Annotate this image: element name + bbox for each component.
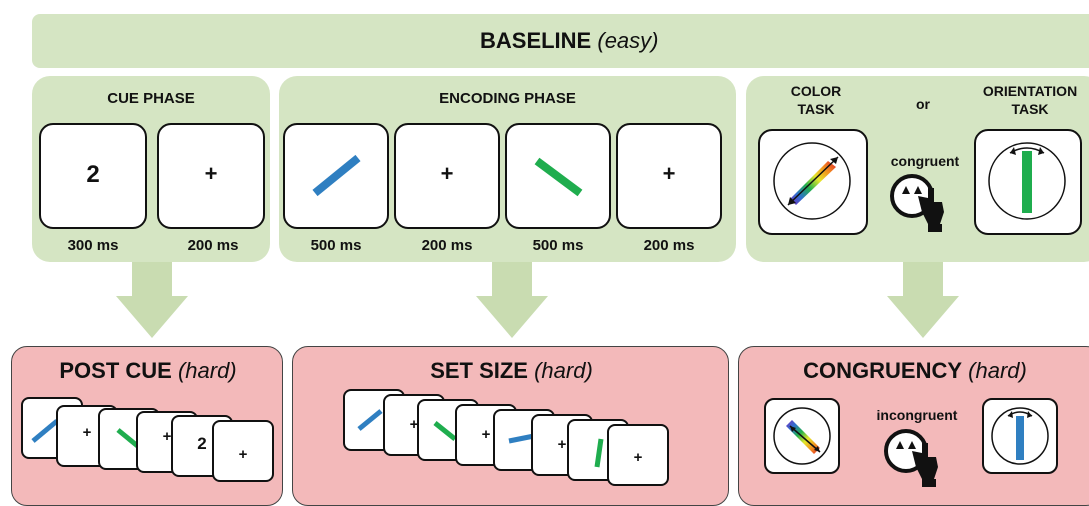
- baseline-title-text: BASELINE: [480, 28, 592, 53]
- cue-number: 2: [197, 434, 207, 453]
- fixation-cross: +: [440, 161, 454, 186]
- set-size-title: SET SIZE (hard): [293, 358, 730, 384]
- stack-card: +: [607, 424, 669, 486]
- encoding-card-4: +: [616, 123, 722, 229]
- orientation-probe: [988, 142, 1066, 220]
- cue-phase-title: CUE PHASE: [107, 90, 195, 107]
- fixation-cross: +: [633, 449, 643, 466]
- color-task-label: COLOR TASK: [790, 83, 842, 117]
- down-arrow-icon: [476, 262, 548, 338]
- incongruent-color-card: [764, 398, 840, 474]
- post-cue-qualifier: (hard): [177, 358, 237, 383]
- encoding-duration-4: 200 ms: [643, 237, 695, 254]
- fixation-cross: +: [162, 428, 172, 445]
- down-arrow-icon: [887, 262, 959, 338]
- set-size-title-text: SET SIZE: [430, 358, 528, 383]
- encoding-phase-title: ENCODING PHASE: [439, 90, 576, 107]
- congruency-title-text: CONGRUENCY: [803, 358, 963, 383]
- down-arrow-icon: [116, 262, 188, 338]
- color-task-card: [758, 129, 868, 235]
- congruency-panel: CONGRUENCY (hard) incongruent: [738, 346, 1089, 506]
- incongruent-orientation-card: [982, 398, 1058, 474]
- fixation-cross: +: [409, 416, 419, 433]
- cue-card-number: 2: [39, 123, 147, 229]
- fixation-cross: +: [662, 161, 676, 186]
- baseline-banner: BASELINE (easy): [32, 14, 1089, 68]
- encoding-duration-2: 200 ms: [421, 237, 473, 254]
- post-cue-panel: POST CUE (hard) + + 2 +: [11, 346, 283, 506]
- or-label: or: [916, 96, 930, 112]
- cue-duration-1: 300 ms: [67, 237, 119, 254]
- fixation-cross: +: [82, 424, 92, 441]
- fixation-cross: +: [481, 426, 491, 443]
- set-size-panel: SET SIZE (hard) + + + +: [292, 346, 729, 506]
- cue-card-fixation: +: [157, 123, 265, 229]
- response-phase-panel: COLOR TASK or ORIENTATION TASK congruent: [746, 76, 1089, 262]
- orientation-task-card: [974, 129, 1082, 235]
- green-line-stimulus: [534, 157, 583, 197]
- color-wheel-probe: [773, 142, 851, 220]
- encoding-card-2: +: [394, 123, 500, 229]
- post-cue-title: POST CUE (hard): [12, 358, 284, 384]
- congruent-label: congruent: [890, 153, 960, 169]
- cue-duration-2: 200 ms: [187, 237, 239, 254]
- encoding-card-1: [283, 123, 389, 229]
- encoding-duration-1: 500 ms: [310, 237, 362, 254]
- encoding-phase-panel: ENCODING PHASE + + 500 ms 200 ms 500 ms …: [279, 76, 736, 262]
- fixation-cross: +: [238, 446, 248, 463]
- hand-on-button-icon: [884, 429, 938, 487]
- fixation-cross: +: [204, 161, 218, 186]
- baseline-qualifier: (easy): [597, 28, 659, 53]
- stack-card: +: [212, 420, 274, 482]
- congruency-qualifier: (hard): [968, 358, 1027, 383]
- blue-line-stimulus: [312, 154, 361, 197]
- fixation-cross: +: [557, 436, 567, 453]
- cue-number: 2: [86, 161, 100, 188]
- congruency-title: CONGRUENCY (hard): [739, 358, 1089, 384]
- encoding-card-3: [505, 123, 611, 229]
- hand-on-button-icon: [890, 174, 944, 232]
- incongruent-label: incongruent: [876, 407, 958, 423]
- post-cue-title-text: POST CUE: [59, 358, 172, 383]
- cue-phase-panel: CUE PHASE 2 + 300 ms 200 ms: [32, 76, 270, 262]
- encoding-duration-3: 500 ms: [532, 237, 584, 254]
- orientation-task-label: ORIENTATION TASK: [982, 83, 1078, 117]
- set-size-qualifier: (hard): [534, 358, 593, 383]
- color-wheel-probe: [773, 407, 831, 465]
- orientation-probe: [991, 407, 1049, 465]
